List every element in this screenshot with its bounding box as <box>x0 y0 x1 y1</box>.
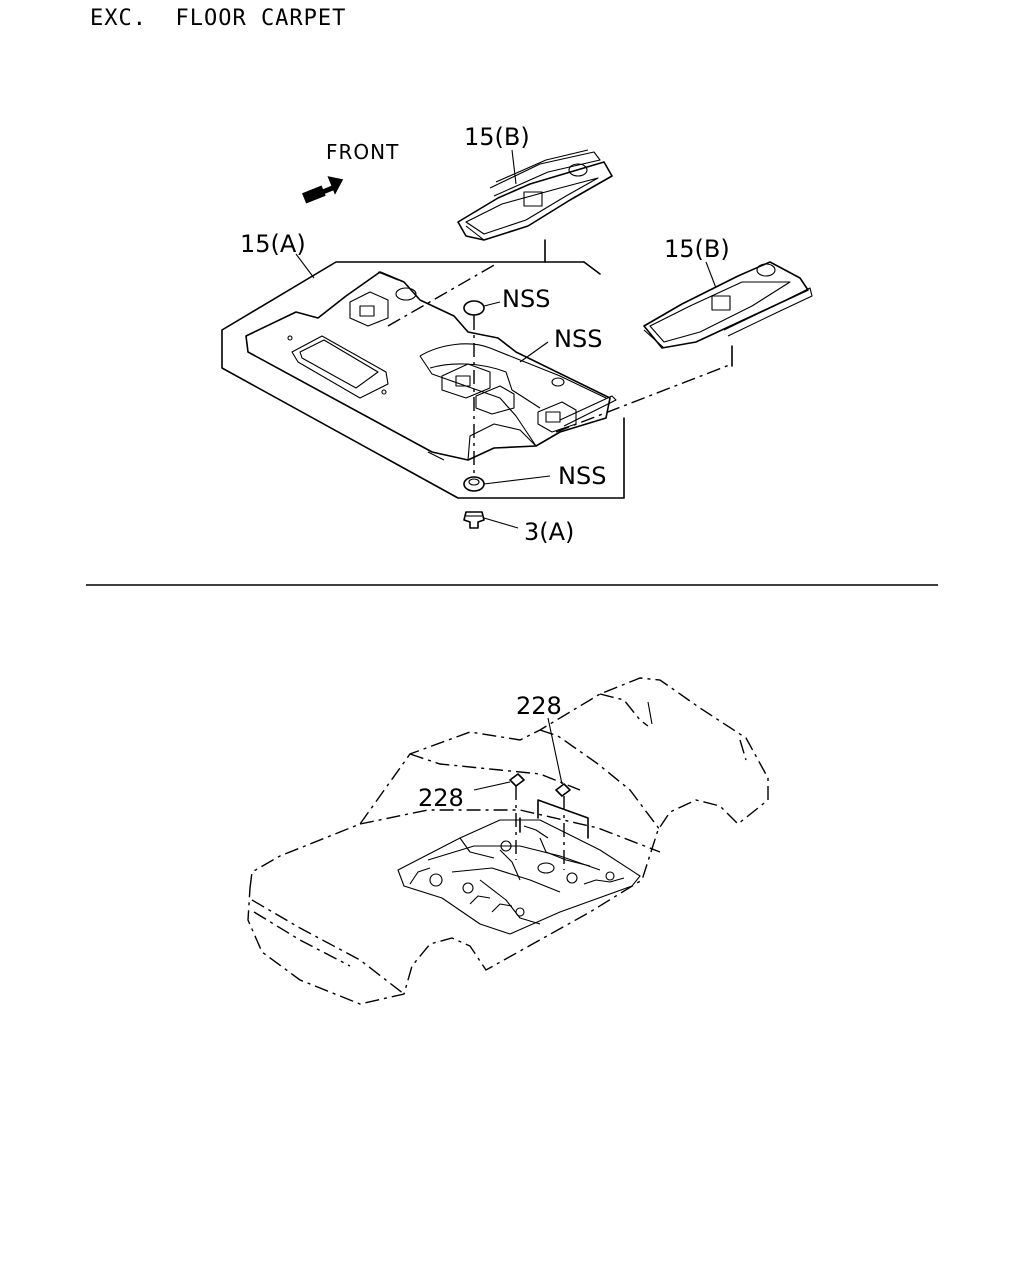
floor-panel-15a <box>245 271 617 461</box>
front-label: FRONT <box>326 140 399 164</box>
nss-nut-bottom <box>463 476 485 492</box>
diagram-heading: EXC. FLOOR CARPET <box>90 6 347 31</box>
part-228-top <box>555 783 571 797</box>
floor-panel-diagram: FRONT <box>221 123 813 546</box>
clip-3a <box>463 511 485 529</box>
callout-nss-middle: NSS <box>554 325 602 353</box>
part-228-left <box>509 773 525 787</box>
callout-nss-top: NSS <box>502 285 550 313</box>
callout-15a: 15(A) <box>240 230 306 258</box>
callout-15b-right: 15(B) <box>664 235 730 263</box>
callout-15b-left: 15(B) <box>464 123 530 151</box>
callout-228-top: 228 <box>516 692 562 720</box>
floor-pan <box>397 819 641 935</box>
nss-plug-top <box>463 300 485 320</box>
callout-nss-bottom: NSS <box>558 462 606 490</box>
floor-panel-15b-left <box>457 149 613 241</box>
group-frame <box>221 239 625 499</box>
callout-228-left: 228 <box>418 784 464 812</box>
vehicle-location-diagram: 228 228 <box>247 677 769 1005</box>
floor-panel-15b-right <box>643 261 813 349</box>
callout-3a: 3(A) <box>524 518 574 546</box>
front-arrow-icon <box>302 176 344 204</box>
